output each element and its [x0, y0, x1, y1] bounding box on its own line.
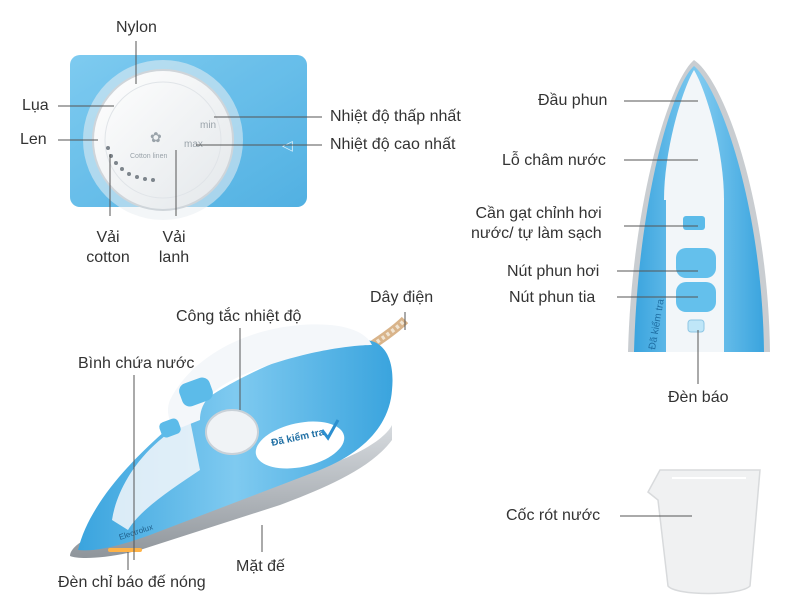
water-cup [620, 469, 761, 595]
label-vai-cotton: Vải cotton [82, 228, 134, 268]
steam-icon: ✿ [150, 130, 162, 146]
label-coc-rot-nuoc: Cốc rót nước [506, 507, 601, 524]
label-den-bao: Đèn báo [668, 389, 729, 406]
check-sticker [255, 421, 345, 469]
label-nut-phun-tia: Nút phun tia [509, 289, 596, 306]
dial-min-mark: min [200, 120, 216, 131]
steam-marker-icon: ◁ [282, 138, 293, 154]
iron-top-view: Đã kiểm tra [617, 60, 770, 384]
label-vai-cotton-line1: Vải [96, 229, 120, 246]
label-day-dien: Dây điện [370, 289, 434, 306]
label-mat-de: Mặt đế [236, 558, 285, 575]
water-cup-shape [647, 469, 761, 595]
label-nylon: Nylon [116, 19, 157, 36]
label-vai-cotton-line2: cotton [86, 249, 130, 266]
steam-button [676, 248, 716, 278]
label-lua: Lụa [22, 97, 49, 114]
temperature-dial [92, 69, 234, 211]
indicator-light [687, 319, 705, 333]
side-temperature-dial [205, 409, 259, 455]
label-cong-tac-nhiet-do: Công tắc nhiệt độ [176, 308, 302, 325]
label-vai-lanh: Vải lanh [152, 228, 196, 268]
top-view-water-cap [664, 70, 724, 200]
side-steam-button [179, 377, 213, 407]
label-lo-cham-nuoc: Lỗ châm nước [502, 152, 606, 169]
label-can-gat: Cần gạt chỉnh hơi nước/ tự làm sạch [471, 204, 602, 244]
dial-cotton-linen-mark: Cotton linen [130, 153, 167, 160]
steam-lever [683, 216, 705, 230]
dial-dots [106, 146, 155, 182]
label-nut-phun-hoi: Nút phun hơi [507, 263, 600, 280]
label-vai-lanh-line1: Vải [162, 229, 186, 246]
dial-max-mark: max [184, 139, 203, 150]
label-nhiet-do-thap-nhat: Nhiệt độ thấp nhất [330, 108, 461, 125]
dial-closeup: min max Cotton linen ✿ ◁ [58, 41, 322, 220]
label-binh-chua-nuoc: Bình chứa nước [78, 355, 195, 372]
heat-indicator-light [108, 548, 142, 552]
label-nhiet-do-cao-nhat: Nhiệt độ cao nhất [330, 136, 456, 153]
label-len: Len [20, 131, 47, 148]
label-den-chi-bao: Đèn chỉ báo đế nóng [58, 574, 206, 591]
iron-side-view: Đã kiểm tra Electrolux [70, 312, 409, 570]
label-dau-phun: Đầu phun [538, 92, 608, 109]
check-mark-icon [320, 419, 340, 441]
label-can-gat-line1: Cần gạt chỉnh hơi [475, 205, 602, 222]
iron-handle [167, 324, 372, 430]
label-can-gat-line2: nước/ tự làm sạch [471, 225, 602, 242]
side-spray-button [159, 418, 181, 438]
label-vai-lanh-line2: lanh [158, 249, 190, 266]
